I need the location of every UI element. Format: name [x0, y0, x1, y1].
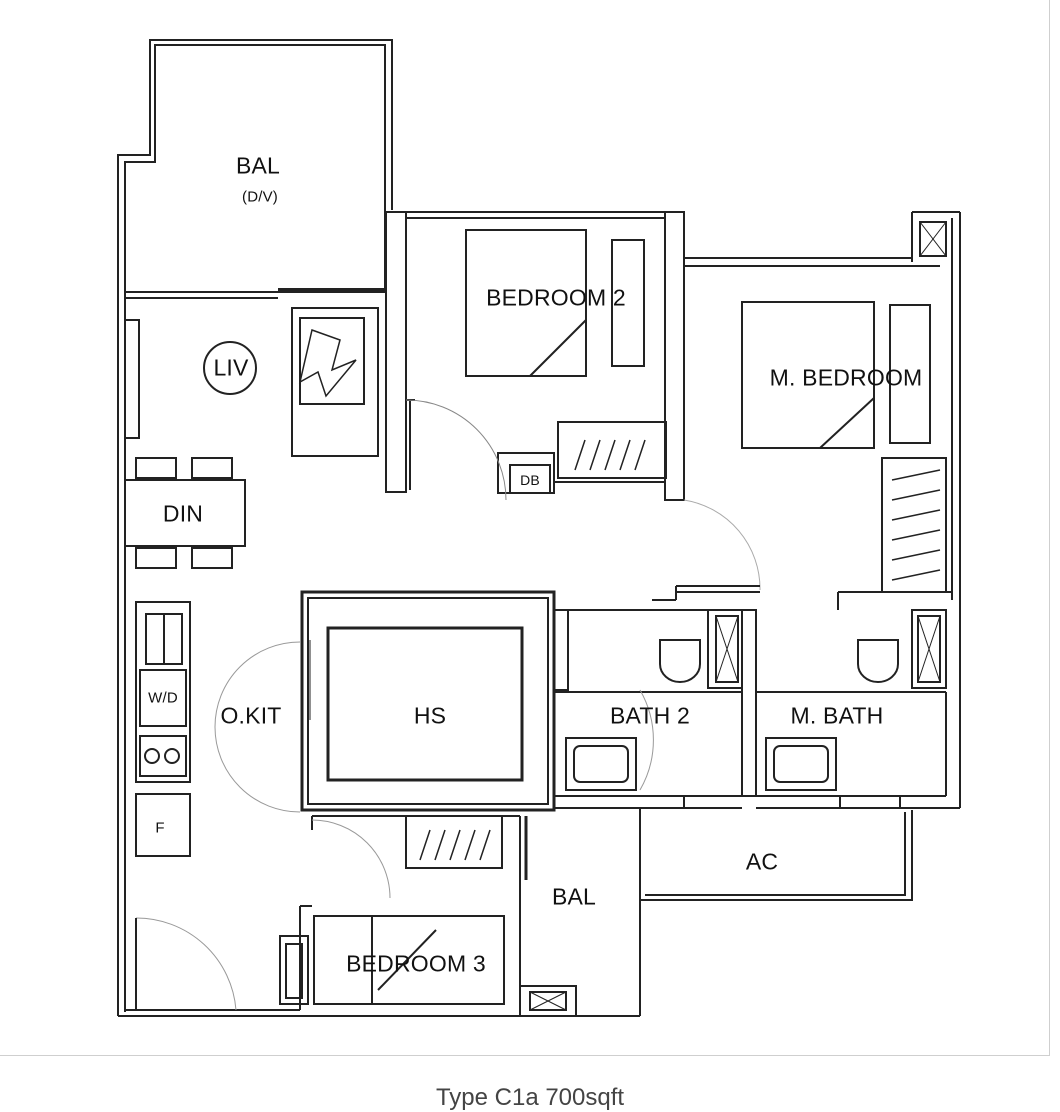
dining-table [124, 457, 246, 569]
room-label-fridge: F [155, 819, 165, 837]
unit-type-caption: Type C1a 700sqft [435, 1084, 625, 1111]
bath-2-walls [553, 585, 760, 808]
bedroom-3-walls [135, 815, 520, 1011]
room-label-din: DIN [162, 500, 204, 527]
room-label-hs: HS [413, 702, 447, 729]
hs-room [300, 590, 556, 812]
room-label-liv: LIV [213, 354, 249, 381]
wardrobe-bedroom-3 [419, 829, 491, 861]
room-label-bedroom-2: BEDROOM 2 [486, 284, 626, 311]
room-label-bal-bottom: BAL [551, 883, 597, 910]
room-label-master-bath: M. BATH [790, 702, 884, 729]
outer-walls [117, 39, 961, 1017]
master-bedroom-walls [684, 221, 952, 610]
room-label-db: DB [520, 472, 540, 488]
room-label-bath-2: BATH 2 [609, 702, 691, 729]
master-bath-walls [741, 609, 960, 809]
wardrobe-bedroom-2 [574, 439, 646, 471]
room-label-bal-top-sub: (D/V) [242, 188, 278, 206]
living-furniture [124, 307, 379, 457]
floor-plan [117, 39, 961, 1017]
ac-ledge-and-balcony [519, 807, 742, 1017]
room-label-bedroom-3: BEDROOM 3 [346, 950, 486, 977]
kitchen [135, 601, 301, 857]
room-label-wd: W/D [148, 689, 178, 707]
bedroom-2-walls [385, 211, 761, 591]
balcony-top [125, 288, 385, 299]
wardrobe-master [891, 469, 941, 581]
image-frame [0, 0, 1050, 1056]
room-label-ac: AC [745, 848, 779, 875]
room-label-master-bedroom: M. BEDROOM [769, 364, 923, 391]
room-label-bal-top: BAL [235, 152, 281, 179]
room-label-okit: O.KIT [220, 702, 282, 729]
